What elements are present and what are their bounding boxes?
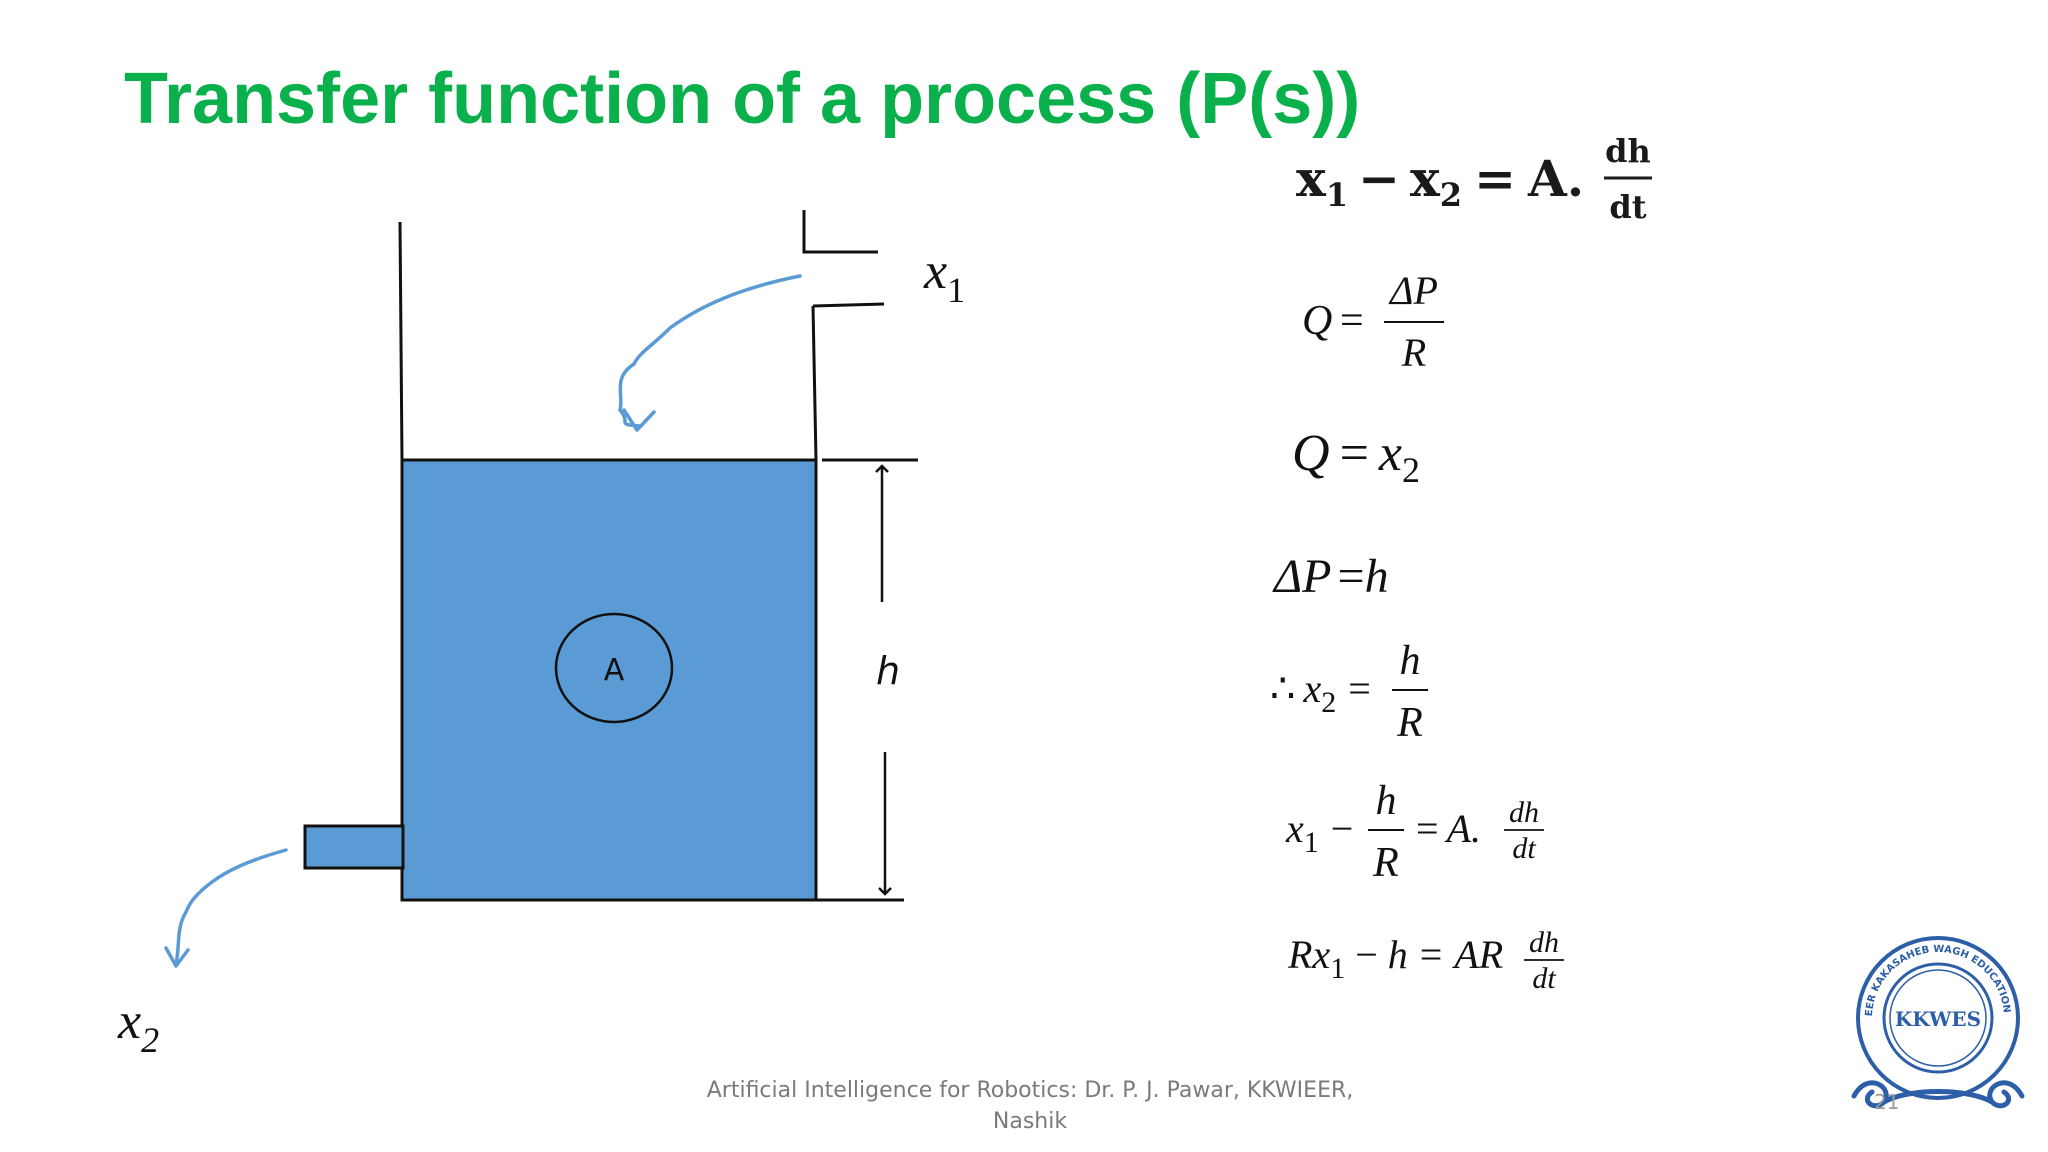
area-circle bbox=[554, 612, 674, 724]
inflow-pipe-lower bbox=[812, 302, 885, 308]
equation-1: x1−x2=A. dh dt bbox=[1296, 132, 1652, 226]
area-label: A bbox=[604, 653, 625, 688]
svg-text:Q=x2: Q=x2 bbox=[1292, 425, 1420, 490]
svg-text:ΔP=h: ΔP=h bbox=[1272, 550, 1389, 603]
svg-text:R: R bbox=[1372, 840, 1399, 886]
svg-text:R: R bbox=[1396, 700, 1423, 746]
svg-text:=A.: =A. bbox=[1416, 806, 1481, 851]
svg-text:KKWES: KKWES bbox=[1895, 1007, 1981, 1031]
equation-6: x1− h R =A. dh dt bbox=[1285, 778, 1544, 886]
svg-text:=: = bbox=[1340, 298, 1364, 344]
svg-text:dh: dh bbox=[1605, 132, 1651, 170]
equation-2: Q = ΔP R bbox=[1302, 268, 1444, 375]
svg-text:∴x2=: ∴x2= bbox=[1270, 666, 1371, 719]
svg-text:dh: dh bbox=[1509, 796, 1539, 829]
equation-7: Rx1−h=AR dh dt bbox=[1287, 926, 1564, 995]
height-label: h bbox=[876, 649, 900, 693]
tank-right-wall bbox=[811, 305, 818, 461]
svg-text:x1−: x1− bbox=[1285, 806, 1353, 859]
tank-left-wall bbox=[398, 221, 404, 461]
equation-5: ∴x2= h R bbox=[1270, 638, 1428, 746]
svg-text:x1−x2=A.: x1−x2=A. bbox=[1296, 149, 1584, 214]
svg-text:dt: dt bbox=[1512, 832, 1536, 865]
equation-3: Q=x2 bbox=[1292, 425, 1420, 490]
outflow-arrow-head bbox=[164, 946, 190, 968]
outflow-label: x2 bbox=[117, 993, 159, 1060]
svg-text:ΔP: ΔP bbox=[1388, 268, 1438, 313]
svg-text:h: h bbox=[1376, 778, 1397, 824]
outflow-pipe bbox=[303, 824, 405, 870]
slide-title: Transfer function of a process (P(s)) bbox=[124, 59, 1361, 139]
inflow-arrow bbox=[618, 274, 802, 428]
inflow-label: x1 bbox=[923, 243, 965, 310]
tank-liquid bbox=[400, 458, 818, 902]
svg-text:h: h bbox=[1400, 638, 1421, 684]
svg-text:Rx1−h=AR: Rx1−h=AR bbox=[1287, 932, 1503, 985]
svg-text:R: R bbox=[1401, 330, 1426, 375]
equation-4: ΔP=h bbox=[1272, 550, 1389, 603]
slide-footer: Artificial Intelligence for Robotics: Dr… bbox=[706, 1078, 1354, 1134]
kkwes-logo: KARMAVEER KAKASAHEB WAGH EDUCATION SOCIE… bbox=[1838, 920, 2025, 1109]
svg-text:dt: dt bbox=[1532, 962, 1556, 995]
svg-text:dh: dh bbox=[1529, 926, 1559, 959]
svg-text:KARMAVEER KAKASAHEB WAGH EDUCA: KARMAVEER KAKASAHEB WAGH EDUCATION SOCIE… bbox=[1838, 920, 2012, 1017]
svg-text:dt: dt bbox=[1609, 188, 1646, 226]
inflow-pipe-upper bbox=[802, 210, 878, 254]
outflow-arrow bbox=[174, 848, 288, 966]
slide-number: 21 bbox=[1874, 1090, 1900, 1114]
inflow-arrow-head bbox=[622, 408, 656, 432]
svg-text:Q: Q bbox=[1302, 298, 1332, 344]
